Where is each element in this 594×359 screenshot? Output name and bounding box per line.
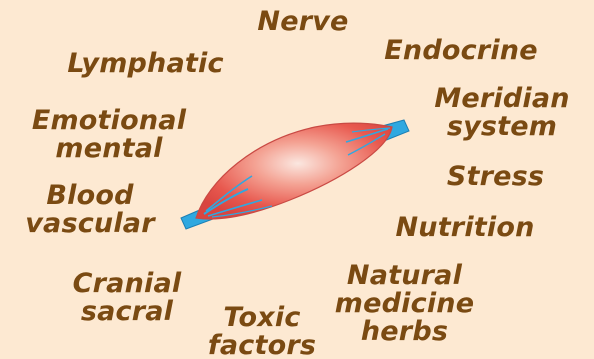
label-toxic-factors: Toxic factors bbox=[198, 304, 326, 359]
label-nutrition: Nutrition bbox=[390, 214, 540, 242]
label-endocrine: Endocrine bbox=[370, 37, 552, 65]
label-nerve: Nerve bbox=[248, 8, 358, 36]
label-stress: Stress bbox=[438, 163, 553, 191]
label-emotional-mental: Emotional mental bbox=[20, 107, 198, 163]
label-natural-medicine-herbs: Natural medicine herbs bbox=[322, 262, 487, 346]
label-cranial-sacral: Cranial sacral bbox=[62, 270, 192, 326]
label-blood-vascular: Blood vascular bbox=[15, 182, 165, 238]
label-meridian-system: Meridian system bbox=[422, 85, 582, 141]
label-lymphatic: Lymphatic bbox=[58, 50, 233, 78]
